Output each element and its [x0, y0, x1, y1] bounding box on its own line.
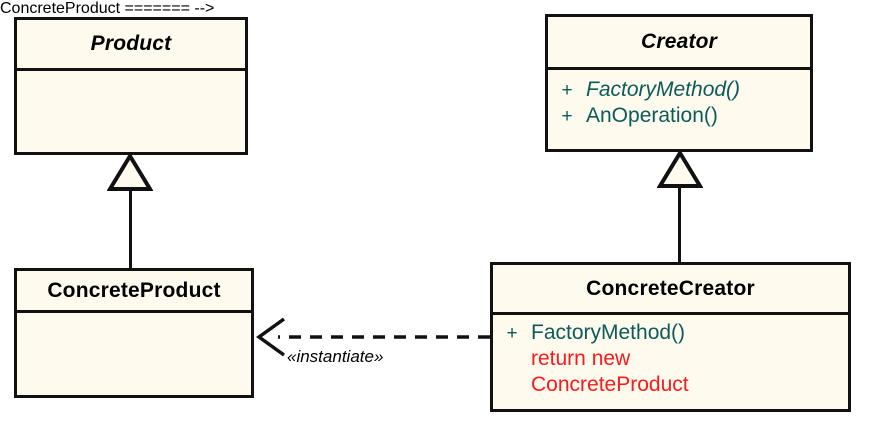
- class-title-concrete-product: ConcreteProduct: [47, 278, 221, 302]
- class-title-creator: Creator: [640, 30, 718, 53]
- class-box-concrete-creator[interactable]: ConcreteCreator + FactoryMethod() return…: [490, 262, 851, 412]
- member-label: FactoryMethod(): [531, 321, 686, 344]
- generalization-line-product: [129, 189, 132, 268]
- member-visibility: +: [506, 323, 518, 344]
- class-members-compartment-creator: + FactoryMethod() + AnOperation(): [548, 70, 810, 149]
- class-members-compartment-concrete-product: [17, 313, 251, 395]
- member-label: return new: [531, 347, 631, 370]
- member-label: AnOperation(): [586, 104, 718, 127]
- dependency-label-instantiate: «instantiate»: [287, 347, 384, 366]
- generalization-arrow-product: [107, 153, 153, 191]
- member-row: return new: [493, 346, 848, 372]
- class-title-concrete-creator: ConcreteCreator: [586, 276, 755, 300]
- class-name-compartment-creator: Creator: [548, 17, 810, 70]
- class-name-compartment-concrete-creator: ConcreteCreator: [493, 265, 848, 315]
- member-label: ConcreteProduct: [531, 373, 689, 396]
- member-label: FactoryMethod(): [586, 78, 741, 101]
- class-box-concrete-product[interactable]: ConcreteProduct: [14, 268, 254, 398]
- member-row: + FactoryMethod(): [493, 320, 848, 346]
- class-name-compartment-concrete-product: ConcreteProduct: [17, 271, 251, 313]
- member-row: + FactoryMethod(): [548, 77, 810, 103]
- class-members-compartment-concrete-creator: + FactoryMethod() return new ConcretePro…: [493, 315, 848, 409]
- generalization-arrow-creator: [657, 150, 703, 188]
- class-box-creator[interactable]: Creator + FactoryMethod() + AnOperation(…: [545, 14, 813, 152]
- member-row: ConcreteProduct: [493, 372, 848, 398]
- member-visibility: +: [561, 80, 573, 101]
- dependency-arrow-instantiate: [256, 317, 490, 357]
- class-members-compartment-product: [17, 71, 245, 152]
- generalization-line-creator: [678, 186, 681, 262]
- member-visibility: +: [561, 106, 573, 127]
- member-row: + AnOperation(): [548, 103, 810, 129]
- class-title-product: Product: [90, 32, 172, 55]
- class-name-compartment-product: Product: [17, 20, 245, 71]
- class-box-product[interactable]: Product: [14, 17, 248, 155]
